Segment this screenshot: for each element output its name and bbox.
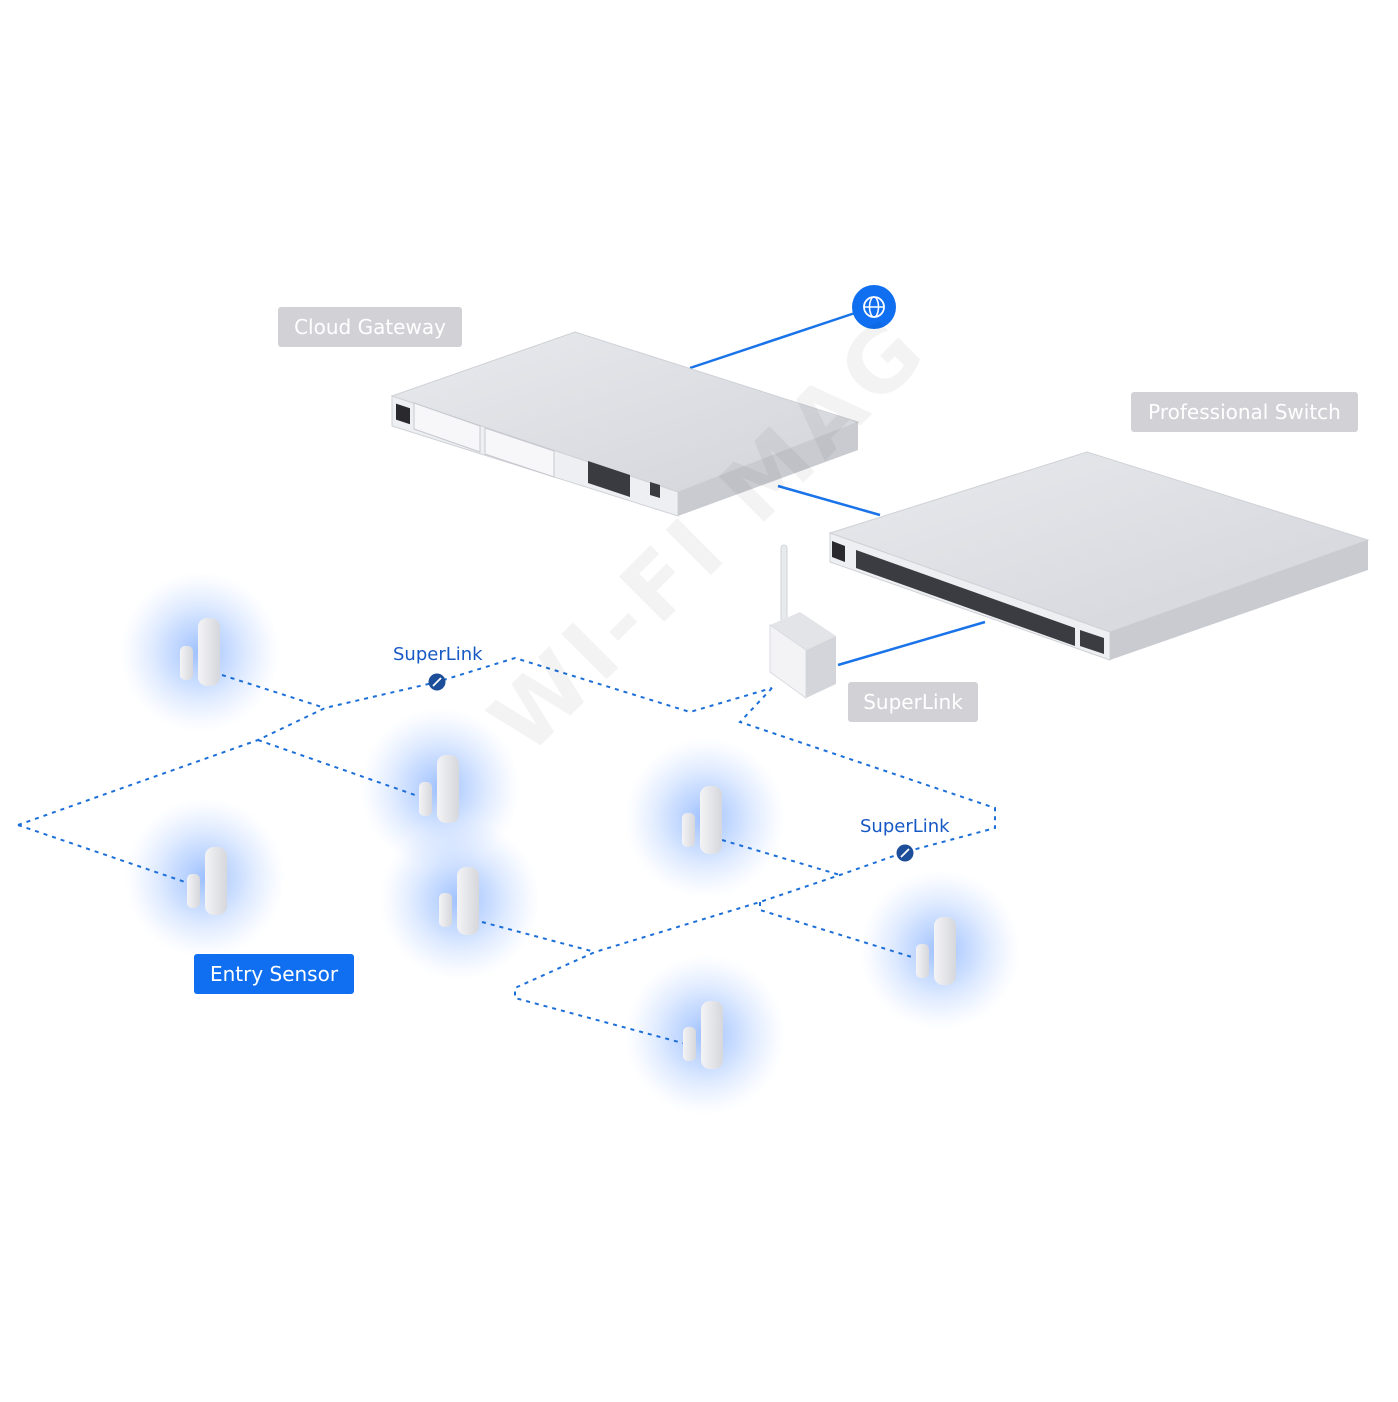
cloud-gateway-label: Cloud Gateway — [278, 307, 462, 347]
superlink-node-1 — [428, 673, 446, 691]
superlink-node-2 — [896, 844, 914, 862]
power-port — [396, 403, 410, 425]
ethernet-ports — [588, 461, 630, 497]
power-port — [832, 541, 845, 562]
switch-superlink-line — [837, 620, 986, 667]
mesh-path — [17, 824, 186, 883]
internet-uplink-line — [689, 310, 859, 370]
entry-sensor — [187, 847, 227, 915]
professional-switch-label: Professional Switch — [1131, 392, 1358, 432]
professional-switch-device — [828, 451, 1370, 661]
mesh-path — [514, 687, 996, 1046]
superlink-device — [769, 544, 836, 699]
mesh-path — [721, 839, 841, 876]
gateway-switch-line — [777, 484, 881, 517]
globe-icon — [852, 285, 896, 329]
link-icon-glyph — [900, 848, 910, 858]
link-icon-glyph — [432, 677, 442, 687]
superlink-device-label: SuperLink — [848, 682, 978, 722]
wired-connections — [689, 310, 986, 667]
entry-sensor — [683, 1001, 723, 1069]
ethernet-ports — [856, 550, 1075, 646]
entry-sensor — [916, 917, 956, 985]
entry-sensor-label: Entry Sensor — [194, 954, 354, 994]
entry-sensors — [180, 618, 956, 1069]
cloud-gateway-device — [390, 331, 860, 517]
entry-sensor — [419, 755, 459, 823]
entry-sensor — [439, 867, 479, 935]
entry-sensor — [682, 786, 722, 854]
mesh-path — [257, 739, 416, 796]
mesh-path — [481, 921, 596, 953]
entry-sensor — [180, 618, 220, 686]
mesh-path — [221, 674, 326, 709]
mesh-path — [759, 902, 916, 959]
antenna — [780, 544, 788, 628]
superlink-node-1-label: SuperLink — [393, 644, 483, 665]
superlink-node-2-label: SuperLink — [860, 816, 950, 837]
